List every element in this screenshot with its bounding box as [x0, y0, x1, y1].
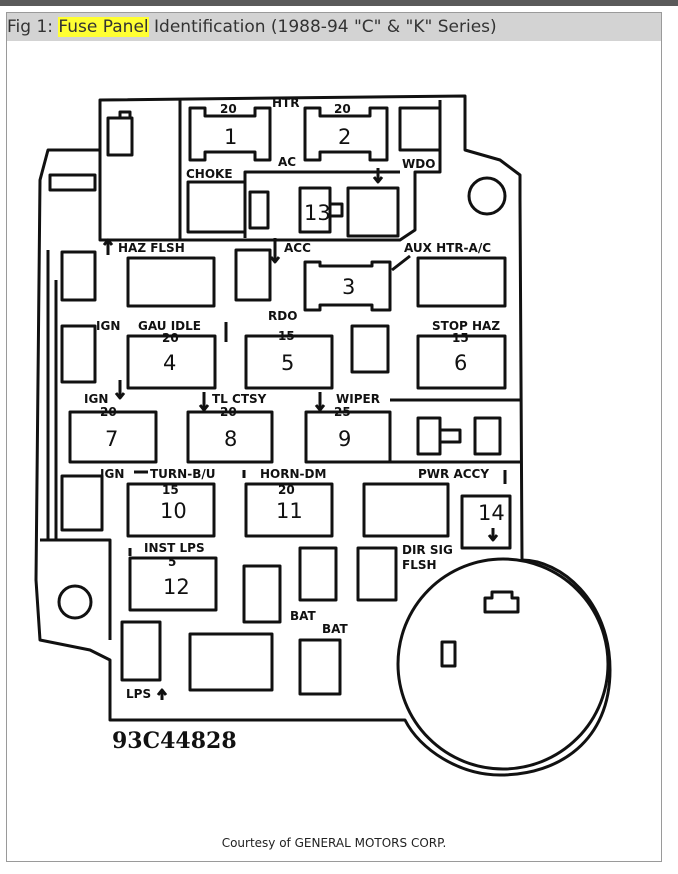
fuse-5	[244, 334, 334, 390]
caption-rest: Identification (1988-94 "C" & "K" Series…	[148, 17, 497, 37]
figure-caption: Fig 1: Fuse Panel Identification (1988-9…	[7, 13, 661, 41]
label-horn-dm: HORN-DM	[260, 467, 326, 481]
fuse-number-11: 11	[276, 499, 303, 523]
label-ign-3: IGN	[100, 467, 124, 481]
fuse-number-7: 7	[105, 427, 118, 451]
label-turn-bu: TURN-B/U	[150, 467, 215, 481]
label-wdo: WDO	[402, 157, 435, 171]
fuse-13	[298, 186, 332, 234]
fuse-number-5: 5	[281, 351, 294, 375]
label-dir-sig: DIR SIG	[402, 543, 453, 557]
label-stop-haz: STOP HAZ	[432, 319, 500, 333]
caption-prefix: Fig 1:	[7, 17, 59, 37]
fuse-number-13: 13	[304, 201, 331, 225]
label-pwr-accy: PWR ACCY	[418, 467, 489, 481]
label-bat-1: BAT	[290, 609, 317, 623]
fuse-number-9: 9	[338, 427, 351, 451]
fuse-number-10: 10	[160, 499, 187, 523]
connector-top-left	[98, 100, 182, 242]
label-haz-flsh: HAZ FLSH	[118, 241, 185, 255]
top-edge-bar	[0, 0, 678, 6]
amp-rating-5: 15	[278, 329, 295, 343]
label-choke: CHOKE	[186, 167, 233, 181]
fuse-6	[416, 334, 507, 390]
ignition-connector	[396, 557, 610, 771]
label-ac: AC	[278, 155, 296, 169]
label-flsh: FLSH	[402, 558, 437, 572]
label-gau-idle: GAU IDLE	[138, 319, 201, 333]
fuse-1	[188, 106, 272, 162]
fuse-number-2: 2	[338, 125, 351, 149]
fuse-8	[186, 410, 274, 464]
amp-rating-7: 20	[100, 405, 117, 419]
amp-rating-10: 15	[162, 483, 179, 497]
label-ign-2: IGN	[84, 392, 108, 406]
label-tl-ctsy: TL CTSY	[212, 392, 267, 406]
fuse-2	[303, 106, 389, 162]
label-bat-2: BAT	[322, 622, 349, 636]
panel-outline	[34, 94, 612, 777]
fuse-number-1: 1	[224, 125, 237, 149]
diagram-code: 93C44828	[112, 728, 237, 754]
amp-rating-6: 15	[452, 331, 469, 345]
amp-rating-1: 20	[220, 102, 237, 116]
caption-highlight: Fuse Panel	[58, 17, 149, 37]
label-rdo: RDO	[268, 309, 297, 323]
fuse-number-14: 14	[478, 501, 505, 525]
amp-rating-12: 5	[168, 555, 176, 569]
fuse-12	[128, 556, 218, 612]
label-htr: HTR	[272, 96, 299, 110]
fuse-14	[460, 494, 512, 550]
amp-rating-11: 20	[278, 483, 295, 497]
fuse-11	[244, 482, 334, 538]
fuse-number-8: 8	[224, 427, 237, 451]
fuse-number-12: 12	[163, 575, 190, 599]
fuse-4	[126, 334, 217, 390]
label-aux-htr-ac: AUX HTR-A/C	[404, 241, 491, 255]
amp-rating-2: 20	[334, 102, 351, 116]
image-credit: Courtesy of GENERAL MOTORS CORP.	[221, 836, 447, 850]
fuse-7	[68, 410, 158, 464]
fuse-number-3: 3	[342, 275, 355, 299]
label-wiper: WIPER	[336, 392, 380, 406]
fuse-number-6: 6	[454, 351, 467, 375]
amp-rating-8: 20	[220, 405, 237, 419]
label-acc: ACC	[284, 241, 311, 255]
label-lps: LPS	[126, 687, 151, 701]
amp-rating-9: 25	[334, 405, 351, 419]
fuse-number-4: 4	[163, 351, 176, 375]
fuse-10	[126, 482, 216, 538]
amp-rating-4: 20	[162, 331, 179, 345]
fuse-3	[303, 260, 392, 312]
label-ign-1: IGN	[96, 319, 120, 333]
label-inst-lps: INST LPS	[144, 541, 205, 555]
